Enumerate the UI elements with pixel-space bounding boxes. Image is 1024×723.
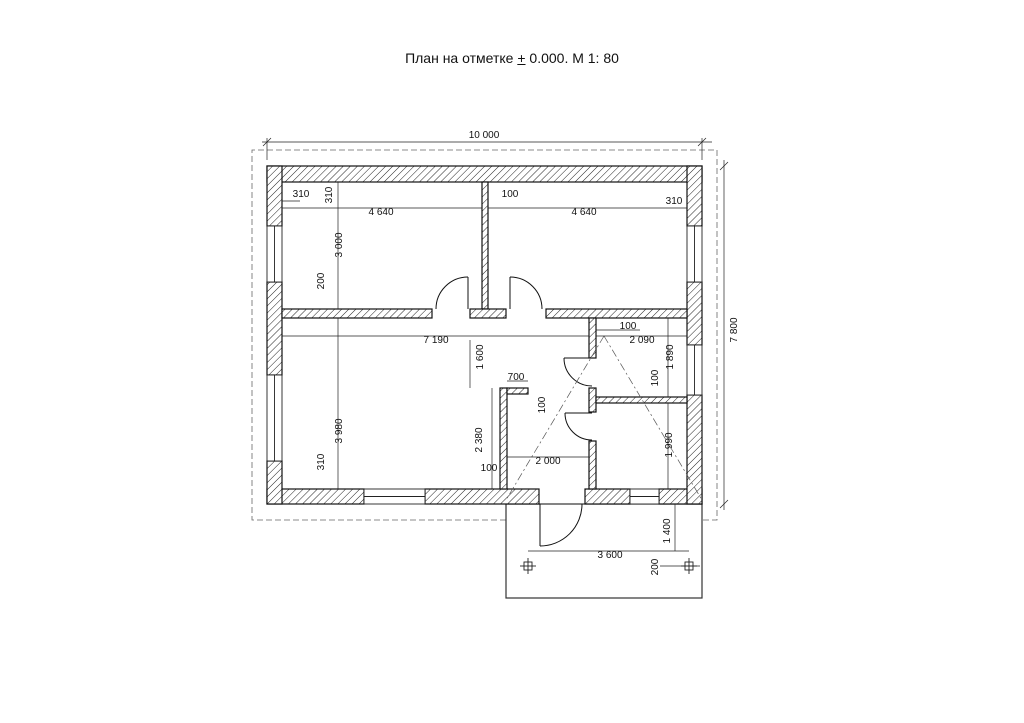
dimension-lines (262, 137, 729, 567)
walls (266, 165, 703, 505)
partition-cross-right (545, 308, 688, 319)
exterior-wall-south-mid (424, 488, 540, 505)
partition-bath-vertical (499, 387, 508, 490)
exterior-wall-east-b (686, 281, 703, 346)
plan-title-suffix: 0.000. М 1: 80 (525, 50, 619, 66)
dim-door-700: 700 (508, 372, 525, 383)
dim-wall-100-d: 100 (537, 396, 548, 413)
dim-wall-100-a: 100 (502, 189, 519, 200)
dim-right-room-width: 4 640 (571, 207, 596, 218)
door-corridor (563, 357, 593, 387)
dim-bath-width: 2 000 (535, 456, 560, 467)
door-entrance (539, 503, 583, 547)
dim-wall-310-d: 310 (316, 453, 327, 470)
doors (435, 276, 593, 547)
dim-upper-room-height: 3 000 (334, 232, 345, 257)
partition-north-rooms (481, 181, 489, 310)
partition-cross-left (281, 308, 433, 319)
partition-corridor-b (588, 387, 597, 413)
door-left-room (435, 276, 469, 310)
dim-overall-width: 10 000 (469, 130, 500, 141)
dim-left-room-width: 4 640 (368, 207, 393, 218)
exterior-wall-west-b (266, 281, 283, 376)
porch-post-left (520, 558, 536, 574)
dim-wall-100-b: 100 (620, 321, 637, 332)
dim-wall-310-a: 310 (293, 189, 310, 200)
windows (266, 225, 703, 505)
dim-wall-310-c: 310 (666, 196, 683, 207)
window-west-lower (266, 374, 283, 462)
dim-opening-height: 1 600 (475, 344, 486, 369)
partition-small-room (595, 396, 688, 404)
dim-overall-depth: 7 800 (729, 317, 740, 342)
dimension-texts: 10 000 7 800 4 640 4 640 7 190 2 090 2 0… (293, 130, 740, 575)
partition-bath-top (506, 387, 529, 395)
dim-main-room-height: 3 980 (334, 418, 345, 443)
window-south-left (363, 488, 426, 505)
partition-cross-mid (469, 308, 507, 319)
dim-porch-width: 3 600 (597, 550, 622, 561)
dim-wall-200-b: 200 (650, 558, 661, 575)
dim-wall-310-b: 310 (324, 186, 335, 203)
dim-corridor-width: 2 090 (629, 335, 654, 346)
exterior-wall-north (266, 165, 703, 183)
partition-corridor-c (588, 440, 597, 490)
plan-title-prefix: План на отметке (405, 50, 518, 66)
dim-porch-depth: 1 400 (662, 518, 673, 543)
door-right-room (509, 276, 543, 310)
plan-title: План на отметке + 0.000. М 1: 80 (0, 50, 1024, 66)
door-bath (564, 412, 593, 441)
exterior-wall-south-right-a (584, 488, 631, 505)
window-south-right (629, 488, 660, 505)
dim-room-height-1890: 1 890 (665, 344, 676, 369)
partition-corridor-a (588, 317, 597, 359)
exterior-wall-west-c (266, 460, 283, 505)
plus-minus-sign: + (517, 50, 526, 66)
dim-bath-height: 2 380 (474, 427, 485, 452)
exterior-wall-east-a (686, 165, 703, 227)
window-east-upper (686, 225, 703, 283)
window-west-upper (266, 225, 283, 283)
exterior-wall-west-a (266, 165, 283, 227)
window-east-lower (686, 344, 703, 396)
dim-main-room-width: 7 190 (423, 335, 448, 346)
dim-room-height-1990: 1 990 (664, 432, 675, 457)
dim-wall-100-c: 100 (650, 369, 661, 386)
dim-wall-200-a: 200 (316, 272, 327, 289)
dim-wall-100-e: 100 (481, 463, 498, 474)
